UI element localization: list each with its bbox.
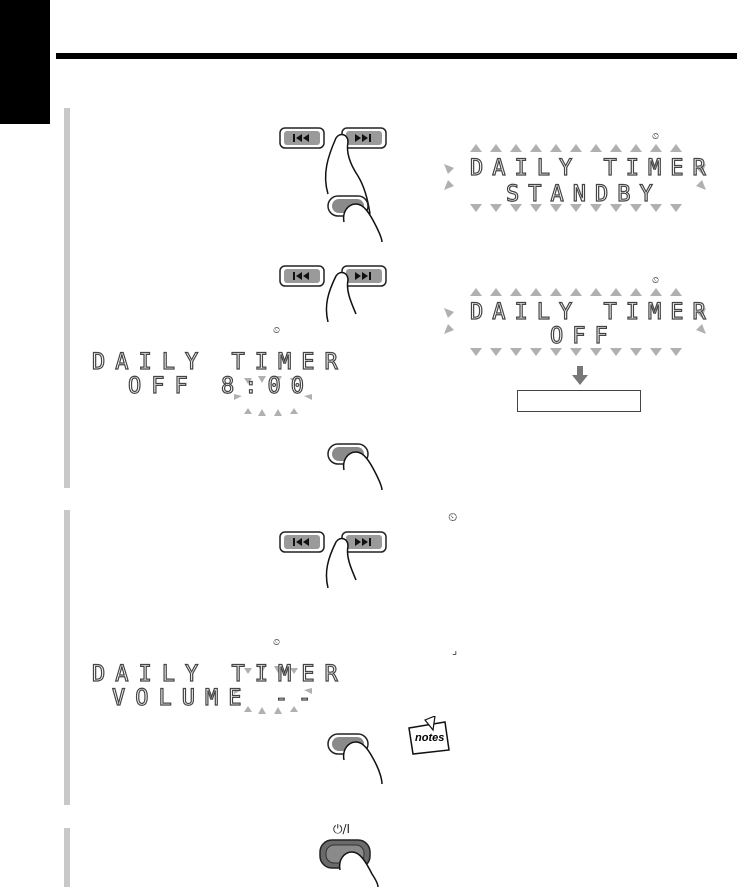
notes-label: notes	[415, 732, 445, 744]
display-volume-line1: DAILY TIMER	[91, 662, 348, 687]
display-standby-line1: DAILY TIMER	[469, 156, 715, 181]
skip-buttons-group-1	[279, 127, 387, 215]
set-button-3[interactable]	[326, 730, 386, 786]
display-time-line1: DAILY TIMER	[91, 350, 348, 375]
display-volume-line2: VOLUME --	[111, 686, 322, 711]
next-skip-icon[interactable]	[341, 127, 387, 149]
display-off-line1: DAILY TIMER	[469, 300, 715, 325]
step-bar-1	[64, 108, 70, 488]
prev-skip-icon[interactable]	[279, 531, 325, 553]
display-time-line2: OFF 8:00	[127, 374, 314, 399]
finger-press-icon	[342, 203, 383, 243]
notes-icon: notes	[405, 716, 453, 756]
bracket-mark: ⌟	[452, 644, 458, 657]
finger-press-icon	[324, 133, 371, 215]
display-off-rays	[444, 288, 706, 356]
header-rule	[56, 53, 737, 59]
step-bar-2	[64, 510, 70, 805]
clock-icon: ⏲	[652, 132, 660, 142]
skip-buttons-group-3	[279, 531, 387, 588]
clock-icon: ⏲	[273, 326, 281, 336]
display-standby-rays	[444, 144, 706, 212]
skip-buttons-group-2	[279, 265, 387, 322]
result-label-box	[517, 390, 641, 412]
clock-icon: ⏲	[448, 510, 458, 524]
finger-press-icon	[342, 741, 383, 785]
display-off-line2: OFF	[549, 324, 617, 349]
down-arrow-icon	[572, 366, 588, 385]
next-skip-icon[interactable]	[341, 265, 387, 287]
step-bar-3	[64, 828, 70, 887]
set-button-2[interactable]	[326, 440, 386, 492]
prev-skip-icon[interactable]	[279, 265, 325, 287]
clock-icon: ⏲	[652, 276, 660, 286]
power-button-label: ⏻/I	[333, 822, 351, 836]
finger-press-icon	[325, 271, 357, 322]
finger-press-icon	[325, 537, 357, 588]
set-button-1[interactable]	[326, 192, 386, 244]
finger-press-icon	[342, 451, 383, 491]
display-standby-line2: STANDBY	[505, 182, 662, 207]
clock-icon: ⏲	[273, 638, 281, 648]
prev-skip-icon[interactable]	[279, 127, 325, 149]
section-tab	[0, 0, 50, 124]
next-skip-icon[interactable]	[341, 531, 387, 553]
finger-press-icon	[338, 851, 379, 887]
power-button[interactable]	[318, 838, 384, 887]
